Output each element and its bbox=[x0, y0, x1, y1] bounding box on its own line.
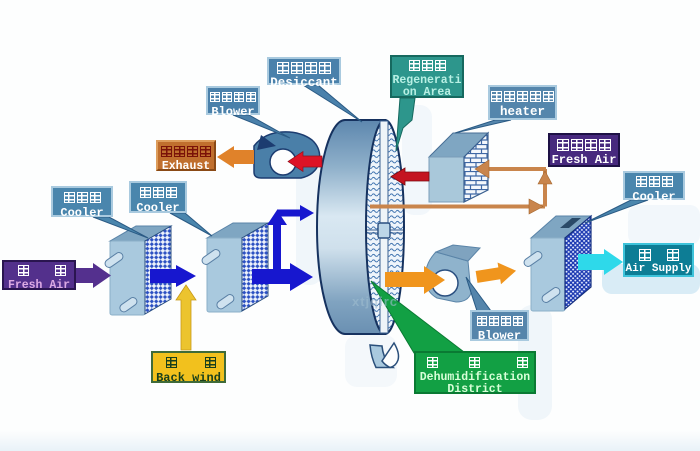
svg-text:xtjqirc: xtjqirc bbox=[352, 294, 398, 309]
